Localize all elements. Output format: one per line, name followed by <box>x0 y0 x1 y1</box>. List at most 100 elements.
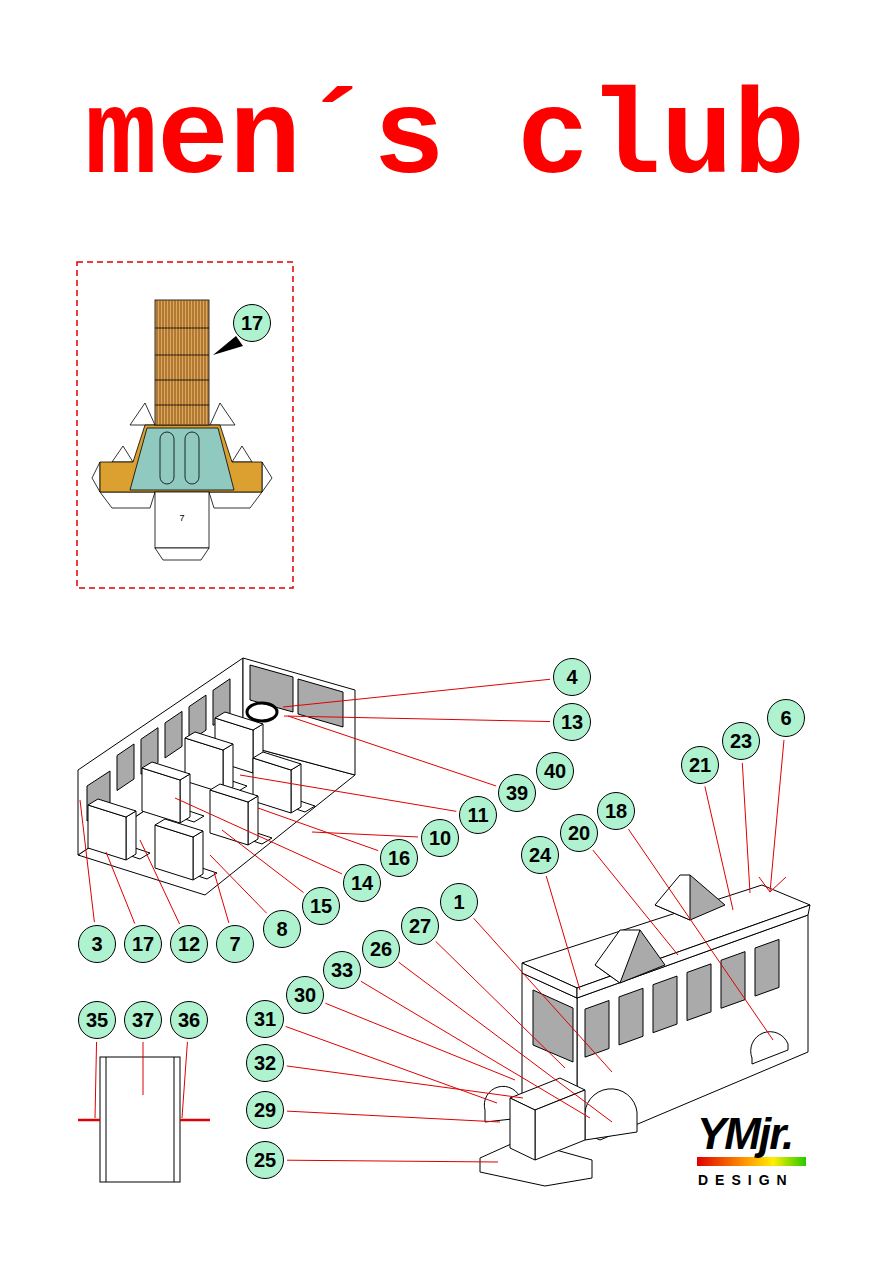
callout-number: 4 <box>566 667 577 687</box>
callout-number: 1 <box>453 892 464 912</box>
roof-vent <box>595 930 640 983</box>
callout-number: 25 <box>254 1150 276 1170</box>
seat-top <box>185 732 233 750</box>
window <box>687 964 711 1021</box>
callout-number: 31 <box>254 1009 276 1029</box>
roof-vent <box>655 875 725 920</box>
leader-lines <box>80 679 786 1162</box>
leader-line <box>284 716 550 722</box>
callout-number: 29 <box>254 1100 276 1120</box>
callout-circle: 11 <box>459 796 497 834</box>
leader-line <box>287 1066 523 1098</box>
page-title: men´s club <box>85 80 805 200</box>
window <box>721 952 745 1009</box>
callout-circle: 29 <box>246 1091 284 1129</box>
callout-pointer <box>213 336 243 355</box>
seat-side <box>126 811 136 860</box>
fold-mark <box>180 1119 210 1122</box>
window <box>619 988 643 1045</box>
callout-circle: 3 <box>78 925 116 963</box>
window <box>755 939 779 996</box>
callout-number: 32 <box>254 1053 276 1073</box>
leader-line <box>210 855 267 913</box>
leader-line <box>214 872 229 923</box>
callout-number: 21 <box>689 755 711 775</box>
seat-top <box>210 784 258 802</box>
callout-number: 36 <box>178 1010 200 1030</box>
seat-top <box>142 762 190 780</box>
seat-side <box>248 796 258 845</box>
leader-line <box>325 1003 515 1080</box>
callout-number: 27 <box>409 916 431 936</box>
callout-number: 3 <box>91 934 102 954</box>
callout-number: 17 <box>132 934 154 954</box>
highlight-ring <box>247 703 277 721</box>
leader-line <box>182 1042 187 1118</box>
callout-number: 10 <box>429 828 451 848</box>
callout-circle: 30 <box>286 976 324 1014</box>
leader-line <box>175 798 342 874</box>
leader-line <box>222 830 304 893</box>
callout-number: 39 <box>506 783 528 803</box>
callout-circle: 21 <box>681 746 719 784</box>
callout-number: 14 <box>351 873 373 893</box>
leader-line <box>287 1160 498 1162</box>
part-net <box>92 300 272 560</box>
callout-circle: 25 <box>246 1141 284 1179</box>
seat-side <box>291 764 301 813</box>
hood-front <box>510 1098 535 1160</box>
callout-number: 24 <box>529 845 551 865</box>
floor-part <box>100 1057 180 1182</box>
leader-line <box>95 1042 97 1118</box>
window <box>165 711 182 758</box>
interior-drawing <box>78 658 355 895</box>
callout-number: 20 <box>568 823 590 843</box>
callout-number: 26 <box>370 939 392 959</box>
part-number: 7 <box>179 514 184 523</box>
callout-number: 12 <box>178 934 200 954</box>
leader-line <box>106 852 135 924</box>
seat-side <box>180 774 190 823</box>
callout-circle: 16 <box>380 839 418 877</box>
seat-side <box>193 831 203 880</box>
callout-circle: 15 <box>302 887 340 925</box>
callout-circle: 7 <box>216 925 254 963</box>
callout-number: 33 <box>331 960 353 980</box>
callout-circle: 32 <box>246 1044 284 1082</box>
callout-number: 35 <box>86 1010 108 1030</box>
logo-bar <box>697 1157 806 1166</box>
leader-line <box>770 740 784 892</box>
callout-circle: 8 <box>263 910 301 948</box>
leader-line <box>140 840 180 924</box>
callout-number: 11 <box>467 805 488 825</box>
callout-number: 16 <box>388 848 410 868</box>
seat-top <box>253 752 301 770</box>
callout-circle: 24 <box>521 836 559 874</box>
callout-circle: 27 <box>401 907 439 945</box>
roof-vent <box>655 875 690 920</box>
leader-line <box>628 829 773 1040</box>
callout-number: 13 <box>561 712 583 732</box>
callout-number: 7 <box>229 934 240 954</box>
callout-circle: 17 <box>124 925 162 963</box>
leader-line <box>143 1042 144 1095</box>
callout-circle: 17 <box>233 304 271 342</box>
leader-line <box>593 850 678 955</box>
callout-number: 23 <box>730 731 752 751</box>
callout-circle: 37 <box>124 1001 162 1039</box>
callout-number: 18 <box>605 801 627 821</box>
callout-number: 15 <box>310 896 332 916</box>
leader-line <box>399 962 612 1122</box>
callout-number: 17 <box>241 313 263 333</box>
leader-line <box>705 786 733 910</box>
leader-line <box>283 679 550 707</box>
callout-number: 30 <box>294 985 316 1005</box>
callout-circle: 35 <box>78 1001 116 1039</box>
callout-circle: 14 <box>343 864 381 902</box>
callout-circle: 39 <box>498 774 536 812</box>
callout-circle: 12 <box>170 925 208 963</box>
window <box>585 1001 609 1058</box>
arrow-head <box>759 877 786 892</box>
roof-vent <box>595 930 665 983</box>
leader-line <box>546 876 580 990</box>
